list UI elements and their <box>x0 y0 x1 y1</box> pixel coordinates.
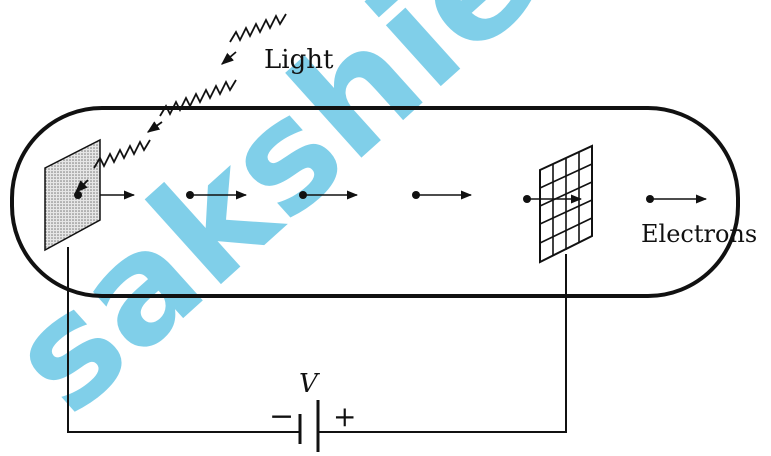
electron-arrows <box>74 190 708 204</box>
electron-1 <box>74 190 136 200</box>
electron-4 <box>412 190 473 200</box>
electron-5 <box>523 194 583 204</box>
wire-right <box>318 254 567 433</box>
collector-grid <box>539 144 593 264</box>
photon-wave-2 <box>159 79 237 117</box>
voltage-label: V <box>299 369 320 399</box>
electron-2 <box>186 190 248 200</box>
electron-3 <box>299 190 359 200</box>
battery <box>298 400 320 452</box>
electron-6 <box>646 194 708 204</box>
plus-label: + <box>333 400 356 433</box>
photon-waves <box>75 13 287 193</box>
emitter-plate <box>44 138 101 252</box>
wire-left <box>67 247 300 433</box>
light-label: Light <box>264 45 334 75</box>
photon-wave-3 <box>93 139 151 169</box>
vacuum-tube <box>10 106 740 298</box>
electrons-label: Electrons <box>641 220 757 248</box>
circuit-wires <box>67 247 567 433</box>
minus-label: − <box>269 399 294 434</box>
photon-wave-1 <box>229 13 287 43</box>
